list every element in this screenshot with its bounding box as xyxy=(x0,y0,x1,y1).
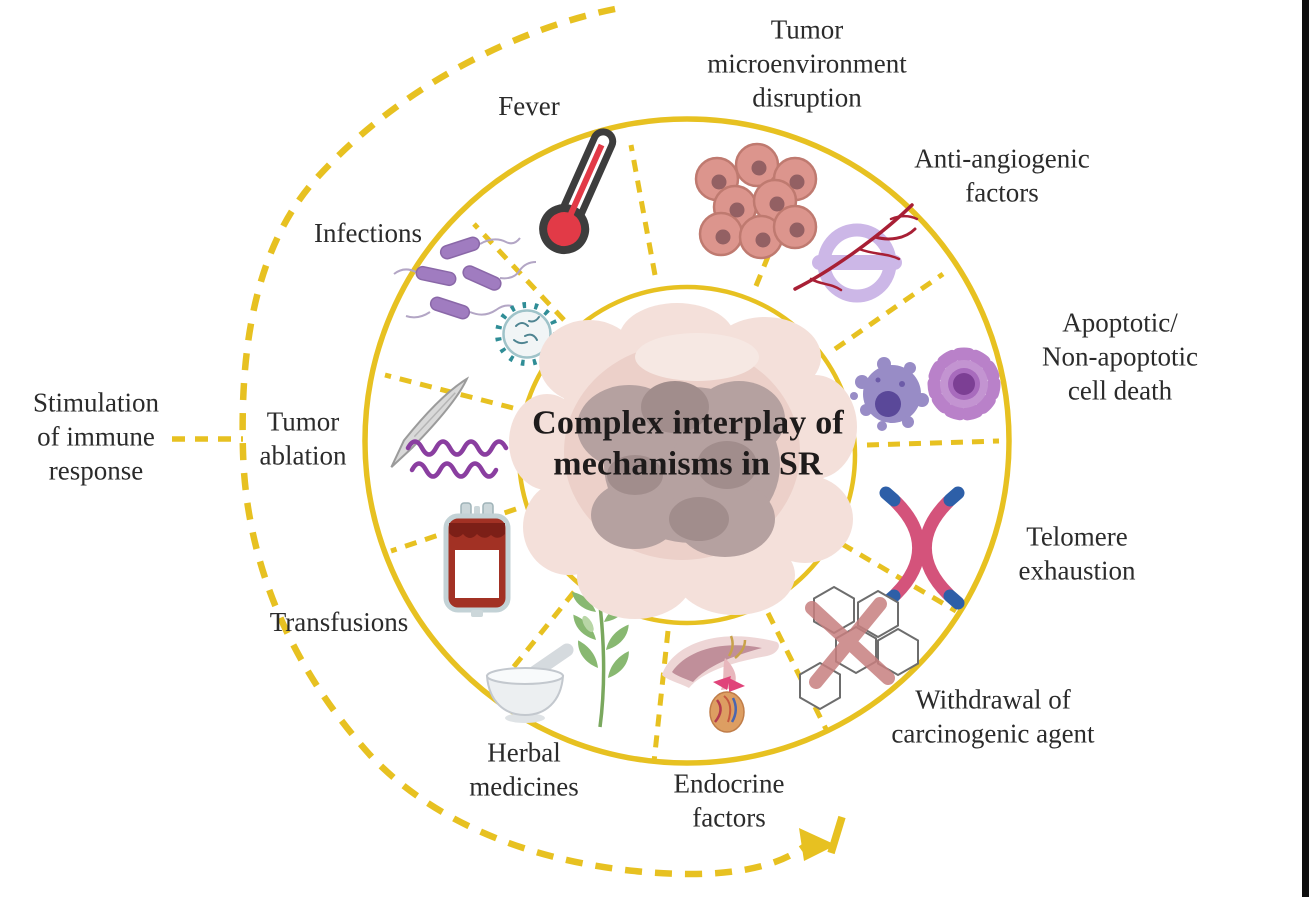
label-fever: Fever xyxy=(498,91,560,122)
label-stimulation-immune-response: Stimulation of immune response xyxy=(32,387,160,485)
endocrine-gland-icon xyxy=(662,635,779,733)
label-tumor-ablation: Tumor ablation xyxy=(259,406,347,470)
label-herbal-medicines: Herbal medicines xyxy=(469,737,579,801)
label-transfusions: Transfusions xyxy=(269,607,409,638)
label-telomere-exhaustion: Telomere exhaustion xyxy=(1018,521,1136,585)
label-apoptotic-cell-death: Apoptotic/ Non-apoptotic cell death xyxy=(1042,307,1198,405)
tumor-cells-icon xyxy=(694,142,818,260)
right-edge-bar xyxy=(1302,0,1309,897)
label-withdrawal-carcinogenic-agent: Withdrawal of carcinogenic agent xyxy=(891,684,1095,748)
apoptotic-cells-icon xyxy=(850,347,1001,431)
label-anti-angiogenic-factors: Anti-angiogenic factors xyxy=(914,143,1090,207)
arrow-terminal-bar xyxy=(827,815,846,855)
bacteria-virus-icon xyxy=(393,236,559,366)
arrowhead-icon xyxy=(799,828,836,861)
label-endocrine-factors: Endocrine factors xyxy=(673,768,785,832)
center-title: Complex interplay of mechanisms in SR xyxy=(532,404,844,483)
blood-vessel-icon xyxy=(793,203,919,303)
carcinogen-molecule-icon xyxy=(799,585,919,711)
thermometer-icon xyxy=(539,128,617,255)
scalpel-waves-icon xyxy=(390,376,509,479)
label-tumor-microenvironment-disruption: Tumor microenvironment disruption xyxy=(707,14,907,112)
label-infections: Infections xyxy=(314,218,422,249)
blood-bag-icon xyxy=(443,502,511,617)
tumor-blob-illustration xyxy=(509,303,857,619)
immune-stimulation-dashed-arc xyxy=(239,5,809,878)
